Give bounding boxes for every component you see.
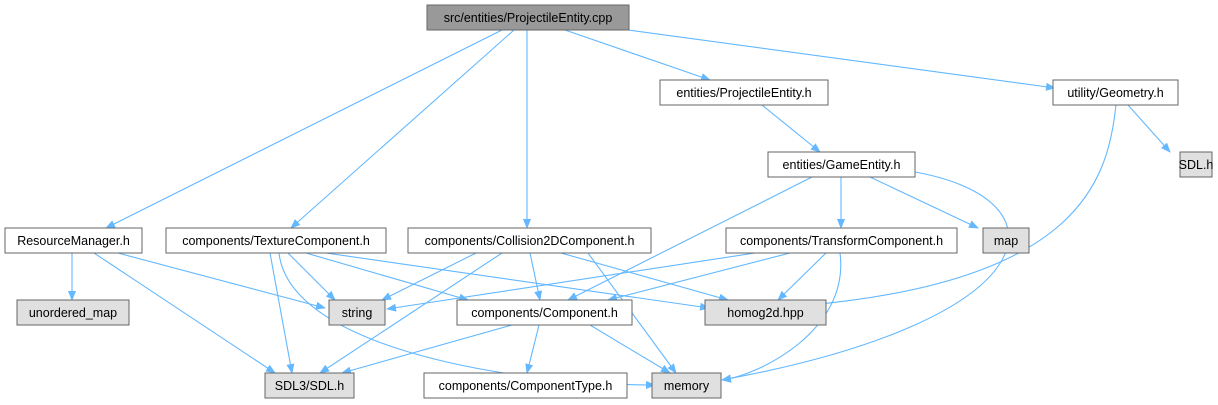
node-texturecomponent-h[interactable]: components/TextureComponent.h xyxy=(165,227,387,254)
node-label: homog2d.hpp xyxy=(727,306,804,320)
node-label: entities/ProjectileEntity.h xyxy=(676,86,811,100)
node-map: map xyxy=(982,227,1030,254)
node-componenttype-h[interactable]: components/ComponentType.h xyxy=(423,372,628,399)
node-label: unordered_map xyxy=(29,306,117,320)
edge-transform-h-to-string xyxy=(386,252,756,312)
node-component-h[interactable]: components/Component.h xyxy=(456,299,633,326)
edge-projectile-h-to-gameentity-h xyxy=(761,104,821,153)
edge-component-h-to-sdl3 xyxy=(341,324,513,375)
node-label: ResourceManager.h xyxy=(17,234,130,248)
node-box xyxy=(426,4,630,31)
node-box xyxy=(651,372,722,399)
node-homog2d: homog2d.hpp xyxy=(704,299,827,326)
edge-gameentity-h-to-component-h xyxy=(567,176,813,301)
edge-gameentity-h-to-memory xyxy=(721,171,1010,383)
node-label: components/Collision2DComponent.h xyxy=(425,234,635,248)
node-box xyxy=(725,227,958,254)
node-label: SDL3/SDL.h xyxy=(275,379,345,393)
edge-root-to-projectile-h xyxy=(564,29,711,81)
nodes-layer: src/entities/ProjectileEntity.cpp entitie… xyxy=(4,4,1214,399)
node-box xyxy=(4,227,143,254)
edge-geometry-h-to-homog2d xyxy=(809,104,1117,309)
edge-resourcemanager-h-to-sdl3 xyxy=(93,252,276,374)
edges-layer xyxy=(68,29,1171,389)
node-gameentity-h[interactable]: entities/GameEntity.h xyxy=(767,151,916,178)
node-root[interactable]: src/entities/ProjectileEntity.cpp xyxy=(426,4,630,31)
node-geometry-h[interactable]: utility/Geometry.h xyxy=(1052,79,1179,106)
edge-collision2d-h-to-component-h xyxy=(529,252,543,301)
edge-transform-h-to-memory xyxy=(721,252,842,383)
node-projectile-h[interactable]: entities/ProjectileEntity.h xyxy=(659,79,829,106)
edge-geometry-h-to-sdl-h xyxy=(1127,104,1171,153)
edge-root-to-texturecomponent-h xyxy=(290,29,515,229)
node-box xyxy=(407,227,652,254)
node-unordered-map: unordered_map xyxy=(16,299,130,326)
node-sdl3: SDL3/SDL.h xyxy=(264,372,355,399)
edge-gameentity-h-to-map xyxy=(869,176,979,229)
edge-transform-h-to-homog2d xyxy=(777,252,827,301)
edge-texturecomponent-h-to-component-h xyxy=(305,252,469,302)
node-string: string xyxy=(328,299,386,326)
node-box xyxy=(328,299,386,326)
edge-resourcemanager-h-to-string xyxy=(117,252,326,310)
node-label: components/Component.h xyxy=(471,306,618,320)
node-transform-h[interactable]: components/TransformComponent.h xyxy=(725,227,958,254)
node-label: map xyxy=(994,234,1018,248)
node-label: utility/Geometry.h xyxy=(1067,86,1163,100)
edge-texturecomponent-h-to-homog2d xyxy=(325,252,710,311)
node-label: SDL.h xyxy=(1179,158,1214,172)
edge-component-h-to-componenttype-h xyxy=(525,324,540,374)
edge-transform-h-to-component-h xyxy=(607,252,791,302)
node-box xyxy=(659,79,829,106)
node-label: src/entities/ProjectileEntity.cpp xyxy=(444,11,613,25)
node-box xyxy=(423,372,628,399)
node-box xyxy=(767,151,916,178)
edge-component-h-to-memory xyxy=(589,324,671,374)
node-box xyxy=(264,372,355,399)
node-label: components/TextureComponent.h xyxy=(182,234,370,248)
node-box xyxy=(165,227,387,254)
edge-collision2d-h-to-string xyxy=(381,252,477,301)
node-box xyxy=(704,299,827,326)
node-label: memory xyxy=(664,379,710,393)
node-label: components/ComponentType.h xyxy=(439,379,613,393)
node-label: string xyxy=(342,306,373,320)
edge-collision2d-h-to-sdl3 xyxy=(319,252,503,374)
node-box xyxy=(16,299,130,326)
edge-texturecomponent-h-to-string xyxy=(287,252,336,301)
node-box xyxy=(982,227,1030,254)
edge-root-to-geometry-h xyxy=(627,29,1056,91)
node-collision2d-h[interactable]: components/Collision2DComponent.h xyxy=(407,227,652,254)
node-box xyxy=(1052,79,1179,106)
edge-collision2d-h-to-homog2d xyxy=(560,252,729,302)
node-label: components/TransformComponent.h xyxy=(740,234,943,248)
node-resourcemanager-h[interactable]: ResourceManager.h xyxy=(4,227,143,254)
node-sdl-h: SDL.h xyxy=(1179,151,1214,178)
node-box xyxy=(1179,151,1213,178)
edge-root-to-resourcemanager-h xyxy=(105,29,503,229)
edge-texturecomponent-h-to-sdl3 xyxy=(269,252,295,374)
node-box xyxy=(456,299,633,326)
node-memory: memory xyxy=(651,372,722,399)
node-label: entities/GameEntity.h xyxy=(783,158,901,172)
